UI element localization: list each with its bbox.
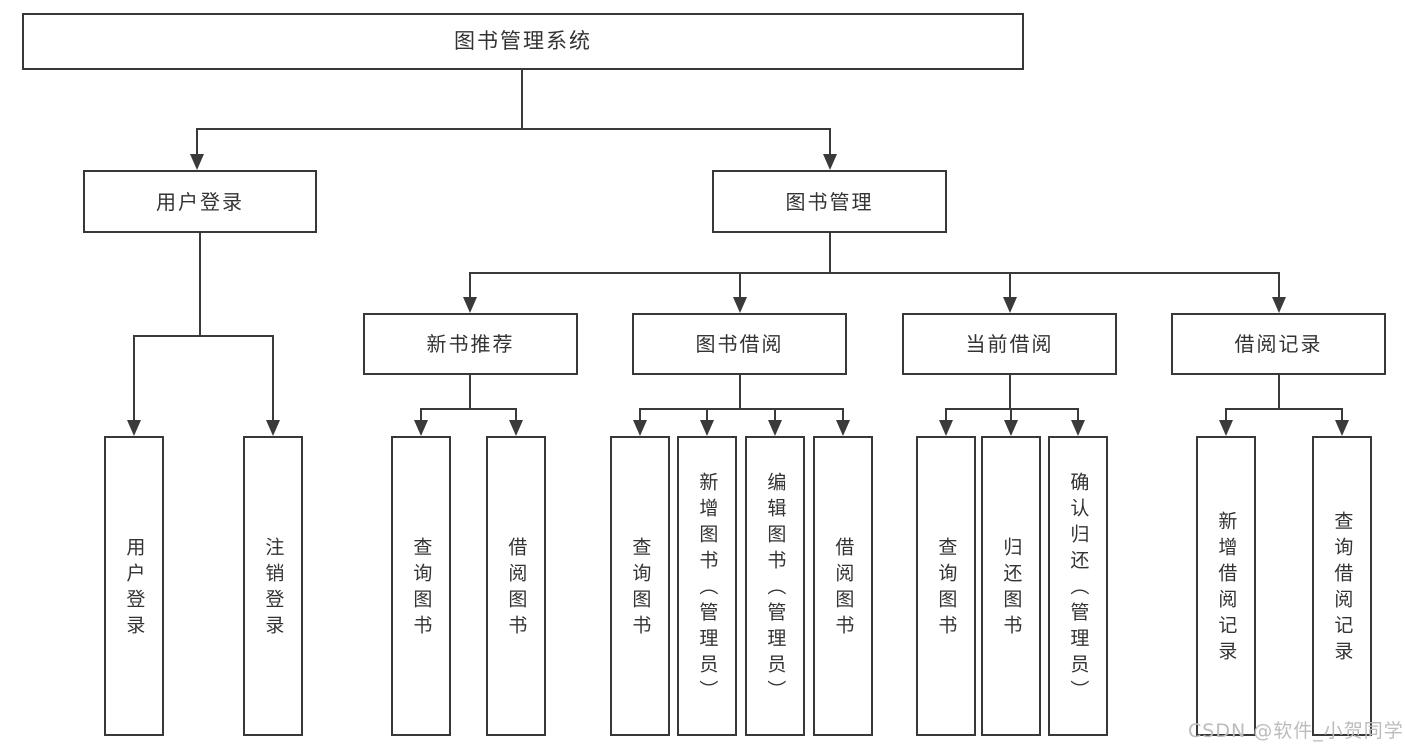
- connector-line: [945, 408, 1079, 410]
- connector-line: [774, 408, 776, 420]
- arrow-down-icon: [823, 154, 837, 170]
- arrow-down-icon: [1071, 420, 1085, 436]
- arrow-down-icon: [939, 420, 953, 436]
- arrow-down-icon: [463, 297, 477, 313]
- connector-line: [1278, 272, 1280, 297]
- leaf-borrow-book-1: 借阅图书: [486, 436, 546, 736]
- connector-line: [469, 272, 471, 297]
- connector-line: [829, 233, 831, 272]
- arrow-down-icon: [1272, 297, 1286, 313]
- connector-line: [842, 408, 844, 420]
- leaf-query-borrow-record: 查询借阅记录: [1312, 436, 1372, 736]
- connector-line: [196, 128, 198, 154]
- connector-line: [1077, 408, 1079, 420]
- node-user-login: 用户登录: [83, 170, 317, 233]
- arrow-down-icon: [768, 420, 782, 436]
- arrow-down-icon: [127, 420, 141, 436]
- connector-line: [515, 408, 517, 420]
- leaf-query-book-1: 查询图书: [391, 436, 451, 736]
- connector-line: [1009, 375, 1011, 408]
- arrow-down-icon: [1003, 297, 1017, 313]
- leaf-edit-book-admin: 编辑图书（管理员）: [745, 436, 805, 736]
- connector-line: [420, 408, 517, 410]
- arrow-down-icon: [1335, 420, 1349, 436]
- arrow-down-icon: [836, 420, 850, 436]
- connector-line: [199, 233, 201, 335]
- leaf-borrow-book-2: 借阅图书: [813, 436, 873, 736]
- connector-line: [706, 408, 708, 420]
- arrow-down-icon: [1219, 420, 1233, 436]
- leaf-query-book-2: 查询图书: [610, 436, 670, 736]
- connector-line: [945, 408, 947, 420]
- node-book-borrow: 图书借阅: [632, 313, 847, 375]
- arrow-down-icon: [190, 154, 204, 170]
- csdn-watermark: CSDN @软件_小贺同学: [1188, 720, 1404, 742]
- node-new-book-recommend: 新书推荐: [363, 313, 578, 375]
- leaf-user-login: 用户登录: [104, 436, 164, 736]
- connector-line: [639, 408, 641, 420]
- connector-line: [639, 408, 844, 410]
- leaf-add-book-admin: 新增图书（管理员）: [677, 436, 737, 736]
- connector-line: [469, 272, 1280, 274]
- connector-line: [1225, 408, 1343, 410]
- connector-line: [1341, 408, 1343, 420]
- node-root-library-system: 图书管理系统: [22, 13, 1024, 70]
- connector-line: [133, 335, 274, 337]
- connector-line: [469, 375, 471, 408]
- connector-line: [272, 335, 274, 420]
- connector-line: [196, 128, 831, 130]
- arrow-down-icon: [266, 420, 280, 436]
- arrow-down-icon: [509, 420, 523, 436]
- leaf-add-borrow-record: 新增借阅记录: [1196, 436, 1256, 736]
- leaf-logout: 注销登录: [243, 436, 303, 736]
- leaf-return-book: 归还图书: [981, 436, 1041, 736]
- leaf-query-book-3: 查询图书: [916, 436, 976, 736]
- arrow-down-icon: [414, 420, 428, 436]
- arrow-down-icon: [633, 420, 647, 436]
- node-book-management: 图书管理: [712, 170, 947, 233]
- connector-line: [521, 70, 523, 128]
- node-current-borrow: 当前借阅: [902, 313, 1117, 375]
- arrow-down-icon: [1004, 420, 1018, 436]
- node-borrow-records: 借阅记录: [1171, 313, 1386, 375]
- connector-line: [1278, 375, 1280, 408]
- connector-line: [1009, 272, 1011, 297]
- leaf-confirm-return-admin: 确认归还（管理员）: [1048, 436, 1108, 736]
- connector-line: [829, 128, 831, 154]
- connector-line: [1225, 408, 1227, 420]
- arrow-down-icon: [733, 297, 747, 313]
- connector-line: [739, 272, 741, 297]
- connector-line: [133, 335, 135, 420]
- connector-line: [739, 375, 741, 408]
- connector-line: [420, 408, 422, 420]
- connector-line: [1010, 408, 1012, 420]
- arrow-down-icon: [700, 420, 714, 436]
